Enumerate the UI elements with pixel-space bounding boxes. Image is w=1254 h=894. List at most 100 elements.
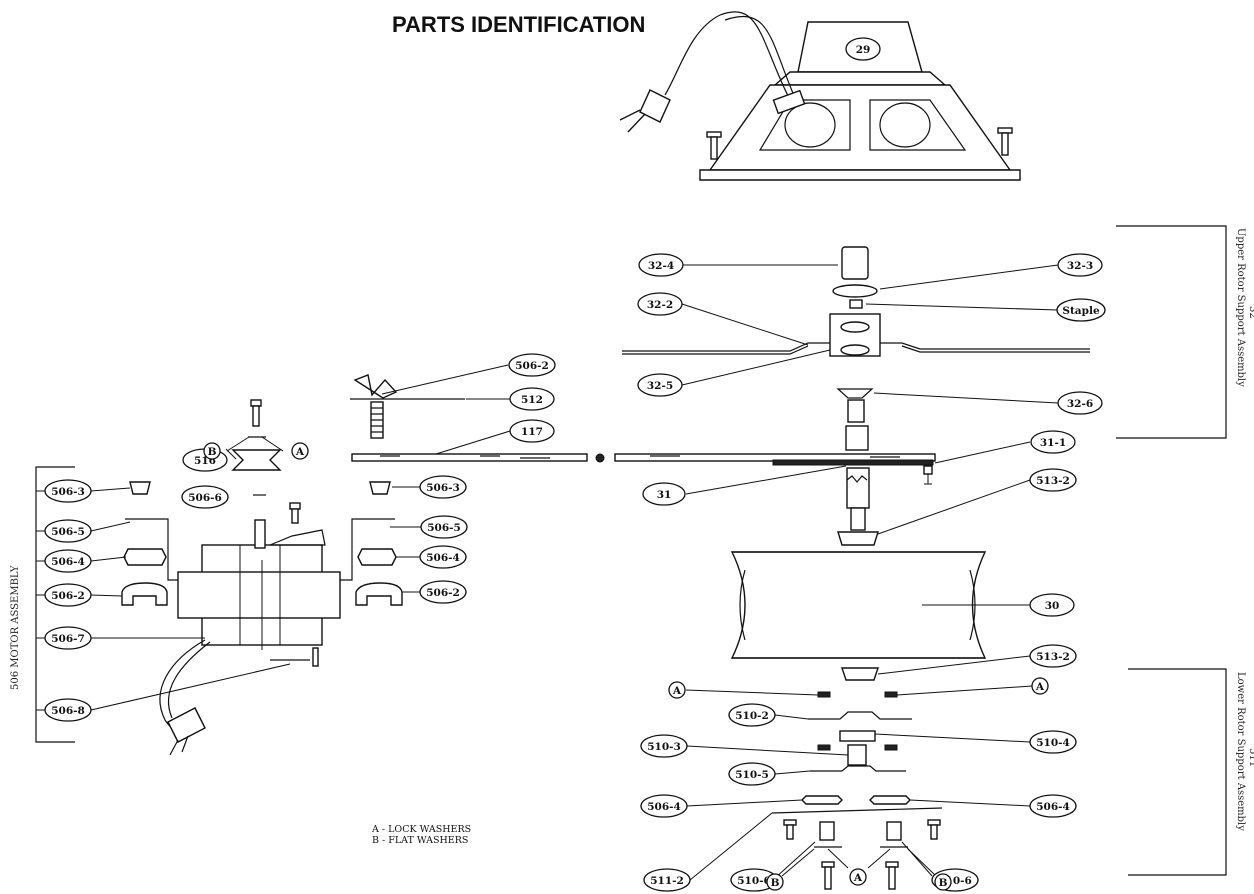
svg-text:506-2: 506-2 <box>426 587 460 599</box>
svg-text:511-2: 511-2 <box>650 875 684 887</box>
leader-lines <box>90 264 1059 881</box>
callout-32-2: 32-2 <box>637 292 683 316</box>
svg-text:513-2: 513-2 <box>1036 651 1070 663</box>
callout-32-5: 32-5 <box>637 373 683 397</box>
callout-a-lower-right: A <box>1031 677 1049 695</box>
callout-513-2-top: 513-2 <box>1029 468 1077 492</box>
callout-31: 31 <box>642 482 686 506</box>
svg-text:B: B <box>939 877 948 889</box>
rod-117 <box>351 453 936 466</box>
motor-506 <box>121 481 403 756</box>
callout-30: 30 <box>1029 593 1075 617</box>
svg-text:B: B <box>771 877 780 889</box>
svg-text:506-2: 506-2 <box>51 590 85 602</box>
svg-text:506-7: 506-7 <box>51 633 85 645</box>
svg-text:32-3: 32-3 <box>1067 260 1093 272</box>
callout-b-516: B <box>203 442 221 460</box>
callout-510-2: 510-2 <box>728 703 776 727</box>
callout-513-2-bottom: 513-2 <box>1029 644 1077 668</box>
callout-b-bottom-right: B <box>934 873 952 891</box>
upper-assembly-number: 32 <box>1247 306 1254 319</box>
callout-506-2-right: 506-2 <box>419 580 467 604</box>
callout-512: 512 <box>509 387 555 411</box>
callout-staple: Staple <box>1056 298 1106 322</box>
svg-text:A: A <box>853 872 863 884</box>
svg-text:506-3: 506-3 <box>51 486 85 498</box>
legend-lock-washers: A - LOCK WASHERS <box>371 824 471 835</box>
callout-506-4-left: 506-4 <box>44 549 92 573</box>
callout-511-2: 511-2 <box>643 868 691 892</box>
wingnut-plate <box>350 374 465 439</box>
svg-text:506-4: 506-4 <box>51 556 85 568</box>
page-title: PARTS IDENTIFICATION <box>392 12 645 37</box>
svg-text:510-2: 510-2 <box>735 710 769 722</box>
callout-a-bottom-center: A <box>849 868 867 886</box>
callout-506-3-left: 506-3 <box>44 479 92 503</box>
callout-506-4-low-left: 506-4 <box>640 794 688 818</box>
svg-text:A: A <box>1035 681 1045 693</box>
callout-506-4-low-right: 506-4 <box>1029 794 1077 818</box>
svg-text:506-5: 506-5 <box>51 526 85 538</box>
svg-text:506-6: 506-6 <box>188 492 222 504</box>
callout-506-8: 506-8 <box>44 698 92 722</box>
svg-text:31: 31 <box>657 489 672 501</box>
svg-text:A: A <box>295 446 305 458</box>
callout-506-6: 506-6 <box>181 485 229 509</box>
callout-506-2-left: 506-2 <box>44 583 92 607</box>
svg-text:30: 30 <box>1045 600 1060 612</box>
callout-506-5-left: 506-5 <box>44 519 92 543</box>
bracket-upper <box>1116 225 1227 439</box>
svg-text:506-3: 506-3 <box>426 482 460 494</box>
lower-assembly-number: 511 <box>1247 748 1254 767</box>
svg-text:510-6: 510-6 <box>737 875 771 887</box>
upper-assembly-label: Upper Rotor Support Assembly <box>1235 228 1246 387</box>
svg-text:512: 512 <box>521 394 543 406</box>
callout-29: 29 <box>845 37 881 61</box>
callout-506-7: 506-7 <box>44 626 92 650</box>
housing-29 <box>619 11 1021 181</box>
svg-text:506-4: 506-4 <box>426 552 460 564</box>
callout-510-6-left: 510-6 <box>730 868 778 892</box>
svg-text:32-5: 32-5 <box>647 380 673 392</box>
bracket-lower <box>1128 668 1227 876</box>
callout-a-lower-left: A <box>668 681 686 699</box>
callout-506-4-right: 506-4 <box>419 545 467 569</box>
svg-text:510-5: 510-5 <box>735 769 769 781</box>
callout-32-3: 32-3 <box>1057 253 1103 277</box>
callout-b-bottom-left: B <box>766 873 784 891</box>
svg-text:B: B <box>208 446 217 458</box>
callout-32-6: 32-6 <box>1057 391 1103 415</box>
svg-text:510-3: 510-3 <box>647 741 681 753</box>
callout-506-5-right: 506-5 <box>420 515 468 539</box>
svg-text:506-5: 506-5 <box>427 522 461 534</box>
svg-text:32-2: 32-2 <box>647 299 673 311</box>
svg-text:29: 29 <box>856 44 871 56</box>
upper-rotor-assembly <box>622 246 1090 546</box>
svg-text:506-8: 506-8 <box>51 705 85 717</box>
callout-a-516: A <box>291 442 309 460</box>
svg-text:31-1: 31-1 <box>1040 437 1066 449</box>
callouts: 29 32-4 32-3 32-2 Staple 32-5 32-6 506-2… <box>44 37 1106 892</box>
svg-text:117: 117 <box>521 426 543 438</box>
callout-32-4: 32-4 <box>638 253 684 277</box>
callout-506-2-top: 506-2 <box>508 353 556 377</box>
motor-assembly-label: 506 MOTOR ASSEMBLY <box>10 565 21 690</box>
callout-510-4: 510-4 <box>1029 730 1077 754</box>
callout-510-3: 510-3 <box>640 734 688 758</box>
svg-text:Staple: Staple <box>1062 305 1100 317</box>
callout-31-1: 31-1 <box>1030 430 1076 454</box>
svg-text:513-2: 513-2 <box>1036 475 1070 487</box>
callout-510-5: 510-5 <box>728 762 776 786</box>
svg-text:A: A <box>672 685 682 697</box>
lower-assembly-label: Lower Rotor Support Assembly <box>1235 672 1246 831</box>
svg-text:510-4: 510-4 <box>1036 737 1070 749</box>
svg-text:32-6: 32-6 <box>1067 398 1093 410</box>
svg-text:506-4: 506-4 <box>647 801 681 813</box>
svg-text:506-4: 506-4 <box>1036 801 1070 813</box>
callout-506-3-right: 506-3 <box>419 475 467 499</box>
svg-text:32-4: 32-4 <box>648 260 674 272</box>
lower-rotor-assembly <box>771 667 943 890</box>
pulley-516 <box>231 399 282 496</box>
legend-flat-washers: B - FLAT WASHERS <box>372 835 468 846</box>
